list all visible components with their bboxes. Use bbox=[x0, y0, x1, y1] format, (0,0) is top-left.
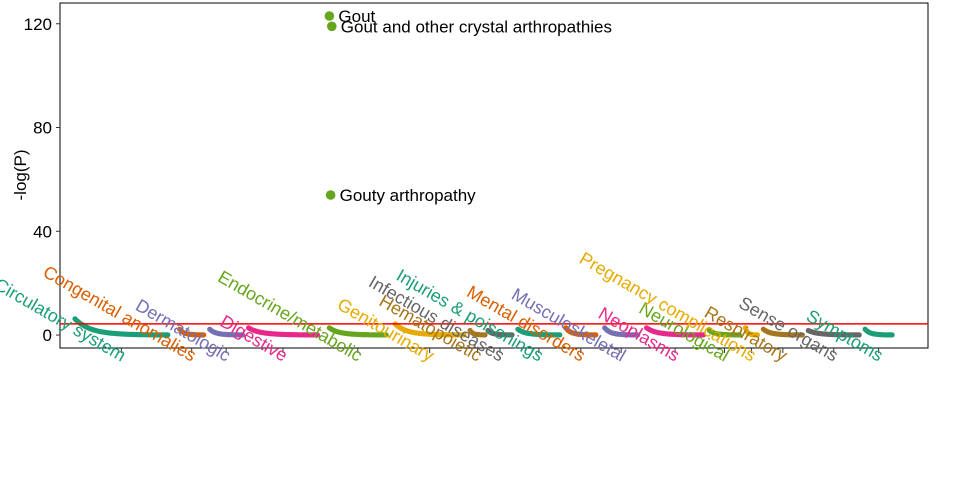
phenotype-point bbox=[700, 332, 707, 338]
highlighted-point bbox=[325, 190, 336, 200]
phenotype-point bbox=[593, 332, 599, 338]
phenotype-point bbox=[165, 332, 171, 338]
plot-panel bbox=[59, 2, 929, 349]
point-annotation: Gouty arthropathy bbox=[340, 186, 477, 205]
points-layer bbox=[72, 316, 895, 338]
phenotype-point bbox=[383, 332, 389, 338]
phenotype-point bbox=[240, 332, 246, 338]
highlighted-point bbox=[327, 21, 337, 32]
phenotype-point bbox=[799, 332, 805, 338]
point-annotation: Gout and other crystal arthropathies bbox=[341, 17, 612, 36]
y-tick-label: 80 bbox=[33, 119, 52, 138]
phenotype-point bbox=[461, 332, 467, 338]
y-tick-label: 0 bbox=[43, 326, 52, 345]
phenotype-point bbox=[635, 332, 641, 338]
phenotype-point bbox=[889, 332, 895, 338]
y-tick-label: 40 bbox=[33, 222, 52, 241]
phenotype-point bbox=[482, 332, 488, 338]
phenotype-point bbox=[557, 332, 563, 338]
y-axis: 0 40 80 120 bbox=[24, 15, 60, 345]
phenotype-point bbox=[754, 332, 761, 338]
phenotype-point bbox=[736, 332, 743, 338]
phenotype-point bbox=[201, 332, 207, 338]
y-tick-label: 120 bbox=[24, 15, 52, 34]
phenotype-point bbox=[314, 332, 320, 338]
phenotype-point bbox=[856, 332, 862, 338]
y-axis-title: -log(P) bbox=[11, 149, 30, 200]
point-annotation: Gout bbox=[338, 7, 375, 26]
phenotype-point bbox=[509, 332, 515, 338]
highlighted-point bbox=[324, 11, 335, 21]
